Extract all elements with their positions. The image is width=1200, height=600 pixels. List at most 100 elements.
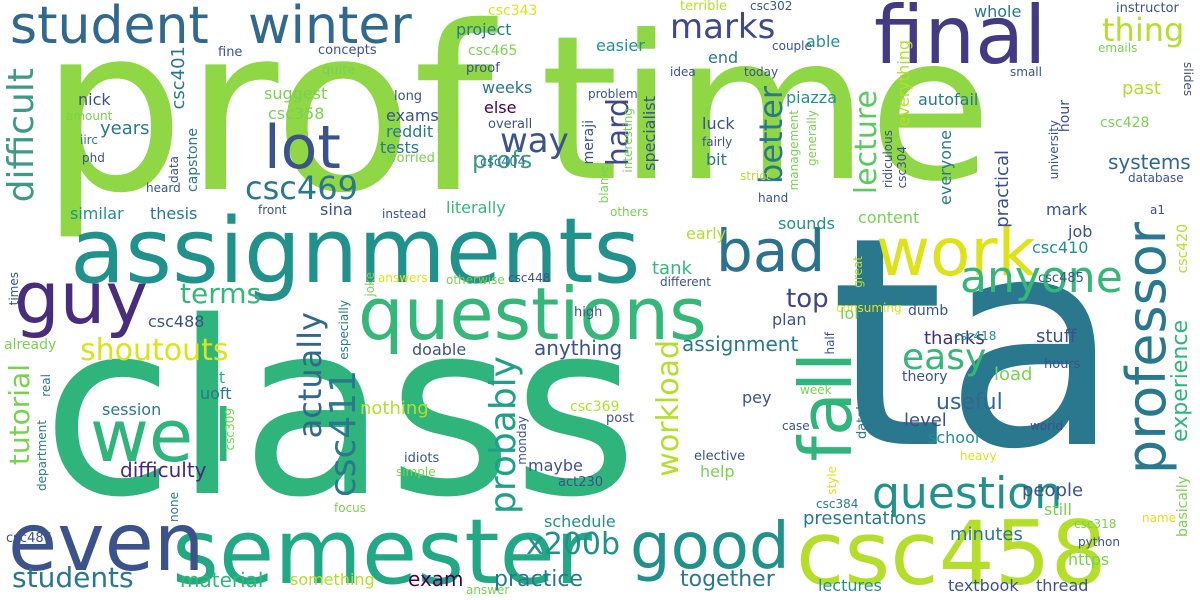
word-small: small — [1010, 65, 1042, 79]
word-students: students — [12, 561, 134, 594]
word-csc428: csc428 — [1100, 115, 1150, 131]
word-actually: actually — [291, 312, 329, 439]
word-level: level — [904, 410, 947, 431]
word-thanks: thanks — [924, 328, 985, 349]
word-tutorial: tutorial — [3, 364, 36, 466]
word-generally: generally — [805, 110, 819, 167]
word-piazza: piazza — [786, 88, 838, 107]
word-material: material — [180, 568, 264, 592]
word-csc458: csc458 — [796, 502, 1107, 600]
word-schedule: schedule — [544, 512, 616, 531]
word-none: none — [167, 492, 181, 522]
word-session: session — [102, 400, 162, 419]
word-csc384: csc384 — [816, 497, 859, 511]
word-tests: tests — [380, 138, 420, 157]
word-workload: workload — [651, 340, 686, 477]
word-monday: monday — [515, 416, 529, 465]
word-work: work — [876, 214, 1036, 291]
word-people: people — [1022, 480, 1084, 501]
word-maybe: maybe — [528, 456, 583, 475]
word-thread: thread — [1036, 576, 1089, 595]
word-csc304: csc304 — [895, 146, 909, 189]
word-times: times — [7, 272, 21, 306]
word-nothing: nothing — [360, 398, 429, 419]
word-bad: bad — [716, 217, 826, 285]
word-shoutouts: shoutouts — [80, 333, 229, 368]
word-specialist: specialist — [640, 96, 659, 171]
word-strict: strict — [740, 169, 771, 183]
word-class: class — [42, 270, 638, 550]
word-student: student — [10, 0, 209, 56]
word-quite: quite — [322, 63, 356, 78]
word-easier: easier — [596, 36, 645, 55]
word-time: time — [540, 0, 992, 226]
word-ridiculous: ridiculous — [881, 130, 895, 188]
word-consuming: consuming — [836, 301, 902, 315]
word-real: real — [39, 374, 53, 397]
word-doable: doable — [412, 340, 467, 359]
word-else: else — [484, 98, 517, 117]
word-world: world — [1030, 419, 1064, 433]
word-reddit: reddit — [386, 122, 434, 141]
word-help: help — [700, 462, 735, 481]
word-amount: amount — [66, 109, 113, 123]
word-prof: prof — [40, 0, 494, 243]
word-csc465: csc465 — [468, 43, 518, 59]
word-csc486: csc486 — [6, 531, 52, 546]
word-instructor: instructor — [1116, 1, 1179, 16]
word-csc358: csc358 — [268, 104, 325, 123]
word-databases: databases — [855, 372, 870, 440]
word-iirc: iirc — [80, 133, 98, 147]
word-marks: marks — [670, 7, 776, 47]
word-final: final — [874, 0, 1047, 82]
word-database: database — [1128, 171, 1184, 185]
word-today: today — [744, 65, 779, 79]
word-fairly: fairly — [702, 135, 733, 149]
word-https: https — [1068, 550, 1110, 569]
word-well: well — [90, 394, 234, 478]
word-everything: everything — [894, 40, 913, 127]
word-autofail: autofail — [918, 90, 979, 109]
word-exam: exam — [408, 567, 464, 591]
word-presentations: presentations — [803, 508, 927, 529]
word-csc318: csc318 — [1074, 517, 1117, 531]
word-proof: proof — [466, 61, 500, 76]
word-assignment: assignment — [682, 332, 799, 356]
word-winter: winter — [248, 0, 412, 56]
word-problem: problem — [588, 87, 638, 101]
word-case: case — [782, 419, 810, 433]
word-university: university — [1047, 120, 1061, 180]
word-already: already — [4, 337, 57, 353]
word-different: different — [660, 275, 711, 289]
word-stuff: stuff — [1036, 326, 1077, 347]
word-name: name — [1142, 511, 1177, 525]
word-blame: blame — [597, 166, 611, 204]
word-bit: bit — [706, 150, 727, 169]
word-interesting: interesting — [621, 108, 635, 173]
word-csc309: csc309 — [223, 408, 237, 451]
word-answer: answer — [466, 583, 510, 597]
word-end: end — [708, 48, 739, 67]
word-idiots: idiots — [404, 451, 440, 466]
word-together: together — [680, 567, 775, 592]
word-something: something — [290, 570, 375, 589]
word-content: content — [858, 208, 920, 227]
word-management: management — [787, 110, 801, 191]
word-question: question — [872, 468, 1063, 519]
word-school: school — [928, 428, 980, 447]
word-useful: useful — [936, 390, 1003, 415]
word-difficult: difficult — [1, 68, 42, 203]
word-experience: experience — [1168, 320, 1193, 442]
word-plan: plan — [772, 310, 807, 329]
word-csc469: csc469 — [245, 169, 358, 207]
word-suggest: suggest — [264, 84, 328, 103]
word-emails: emails — [1098, 41, 1138, 55]
word-x200b: x200b — [526, 527, 621, 562]
word-semester: semester — [172, 500, 592, 600]
word-tank: tank — [652, 258, 692, 279]
word-thesis: thesis — [150, 204, 198, 223]
word-hours: hours — [1044, 357, 1081, 372]
word-python: python — [1078, 535, 1120, 549]
word-everyone: everyone — [936, 130, 955, 205]
word-weeks: weeks — [482, 78, 533, 97]
